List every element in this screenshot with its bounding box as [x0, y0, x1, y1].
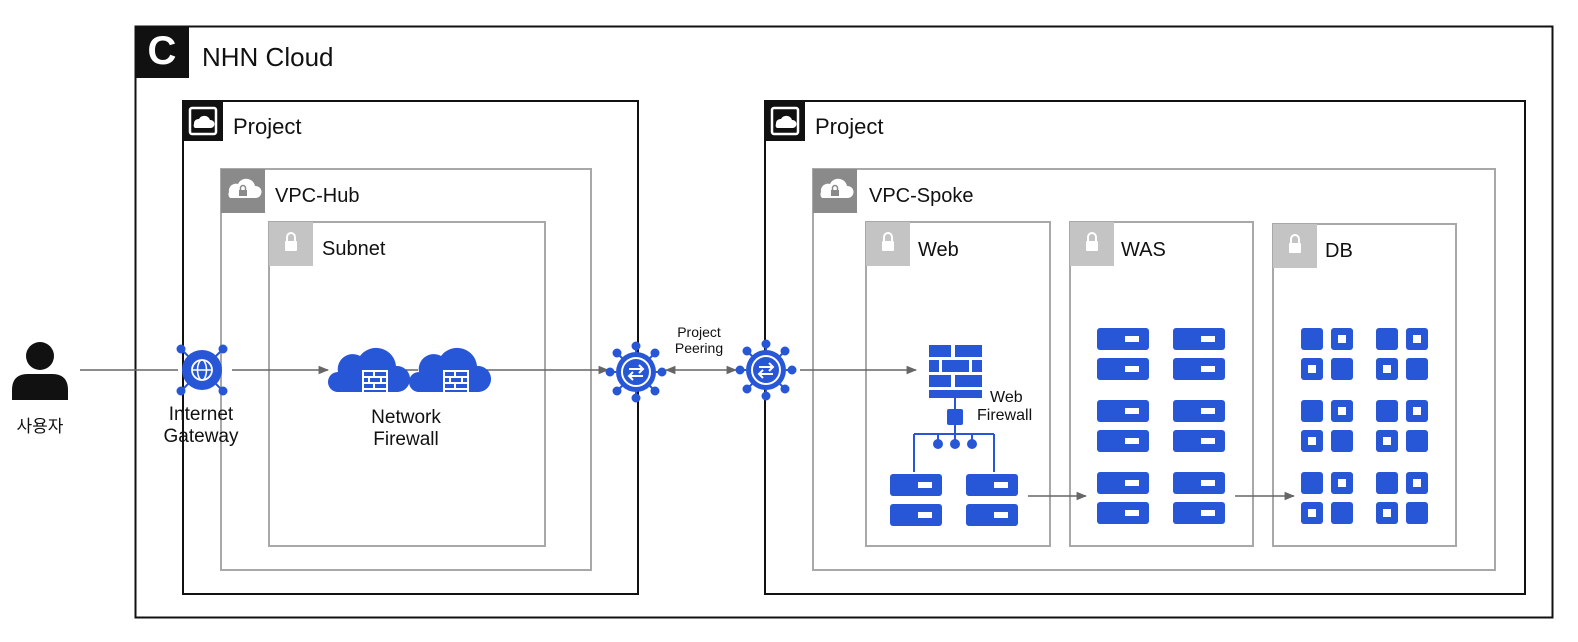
user-label: 사용자 [17, 417, 64, 436]
project-right-title: Project [815, 114, 883, 139]
globe-icon [176, 344, 228, 396]
web-firewall-label-line2: Firewall [977, 407, 1032, 424]
subnet-title: Subnet [322, 238, 386, 260]
gateway-label-line2: Gateway [164, 426, 239, 447]
subnet-web-title: Web [918, 239, 959, 261]
vpc-spoke-title: VPC-Spoke [869, 185, 974, 207]
database-icon [1376, 328, 1428, 380]
network-firewall-label-line1: Network [371, 407, 441, 428]
exchange-icon [735, 339, 797, 401]
database-icon [1376, 472, 1428, 524]
web-server-icon [890, 474, 942, 526]
project-left: Project [182, 100, 639, 595]
was-server-icon [1173, 472, 1225, 524]
was-server-icon [1173, 400, 1225, 452]
cloud-firewall-icon [328, 347, 411, 394]
load-balancer-icon [913, 398, 995, 472]
subnet-web: Web [865, 221, 1051, 547]
exchange-icon [605, 341, 667, 403]
subnet-db: DB [1272, 223, 1457, 547]
database-icon [1301, 328, 1353, 380]
network-firewall-label-line2: Firewall [373, 429, 438, 450]
was-server-icon [1097, 400, 1149, 452]
brick-firewall-icon [929, 345, 982, 398]
subnet-db-title: DB [1325, 240, 1353, 262]
was-server-icon [1097, 472, 1149, 524]
database-icon [1301, 400, 1353, 452]
peering-label-line2: Peering [675, 340, 723, 356]
vpc-hub-title: VPC-Hub [275, 185, 359, 207]
peering-hub-left [605, 341, 667, 403]
database-icon [1376, 400, 1428, 452]
subnet-was-title: WAS [1121, 239, 1166, 261]
project-left-title: Project [233, 114, 301, 139]
internet-gateway: Internet Gateway [164, 344, 239, 447]
user-icon [12, 342, 68, 400]
cloud-firewall-icon [409, 347, 492, 394]
nhn-cloud-logo-tag [135, 26, 189, 78]
nhn-cloud-frame: C NHN Cloud [134, 25, 1554, 619]
was-server-icon [1173, 328, 1225, 380]
peering-label-line1: Project [677, 324, 721, 340]
connectors [80, 365, 1296, 501]
cloud-title: NHN Cloud [202, 42, 334, 72]
gateway-label-line1: Internet [169, 404, 234, 425]
network-firewall: Network Firewall [328, 347, 492, 450]
user: 사용자 [12, 342, 68, 436]
web-firewall: Web Firewall [913, 345, 1032, 472]
web-server-icon [966, 474, 1018, 526]
database-icon [1301, 472, 1353, 524]
was-server-icon [1097, 328, 1149, 380]
nhn-cloud-logo-icon: C [148, 29, 177, 73]
subnet-hub: Subnet [268, 221, 546, 547]
web-firewall-label-line1: Web [990, 389, 1023, 406]
subnet-was: WAS [1069, 221, 1254, 547]
peering-hub-right [735, 339, 797, 401]
